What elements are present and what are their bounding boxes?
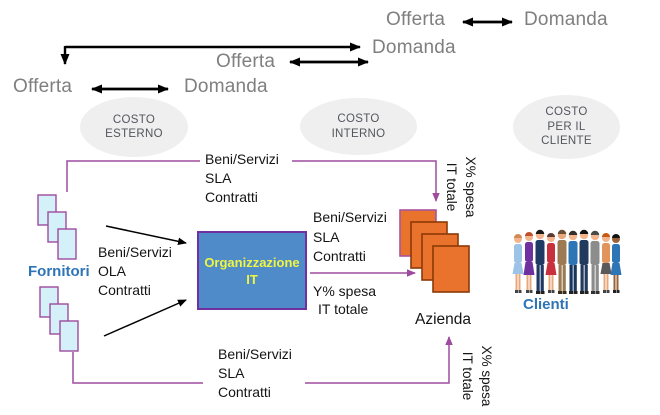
it-organization-line2: IT [246, 271, 258, 287]
cost-client-line1: COSTO [545, 106, 588, 119]
supplier-top-flow-arrow [292, 160, 440, 202]
it-spend-internal-line2: IT totale [318, 300, 369, 317]
supplier-top-flow-line3: Contratti [205, 189, 258, 205]
it-to-company-flow-line1: Beni/Servizi [313, 209, 387, 225]
supplier-top-flow-line1: Beni/Servizi [205, 151, 279, 167]
it-spend-internal-label: Y% spesa IT totale [313, 283, 376, 318]
supplier-direct-flow-line1: Beni/Servizi [98, 244, 172, 260]
company-spend-top-line2: IT totale [444, 162, 459, 212]
cascade-elbow-arrow [60, 42, 361, 65]
supplier-bottom-flow-line [72, 352, 203, 384]
company-spend-bottom-label: X% spesa IT totale [458, 336, 496, 415]
company-stack-icon [399, 209, 470, 293]
offer-label-middle: Offerta [216, 51, 276, 72]
supplier-top-flow-label: Beni/Servizi SLA Contratti [205, 150, 279, 207]
supplier-direct-flow-line2: OLA [98, 263, 127, 279]
supplier-bottom-flow-label: Beni/Servizi SLA Contratti [218, 345, 292, 402]
supplier-direct-arrow-bottom [103, 299, 187, 337]
it-spend-internal-line1: Y% spesa [313, 283, 377, 299]
cost-client-line3: CLIENTE [541, 135, 592, 148]
supplier-top-flow-line2: SLA [205, 170, 232, 186]
cost-external-line2: ESTERNO [105, 128, 163, 140]
company-label: Azienda [415, 311, 472, 328]
company-spend-bottom-line2: IT totale [460, 351, 475, 401]
cost-client-line2: PER IL [547, 120, 586, 133]
company-spend-bottom-line1: X% spesa [479, 345, 494, 407]
it-to-company-flow-line3: Contratti [313, 248, 366, 264]
supplier-bottom-flow-line3: Contratti [218, 384, 271, 400]
supplier-direct-flow-line3: Contratti [98, 282, 151, 298]
it-to-company-flow-line2: SLA [313, 228, 340, 245]
cost-internal-line2: INTERNO [331, 127, 386, 140]
company-spend-top-line1: X% spesa [463, 156, 478, 218]
clients-clipart [512, 229, 622, 294]
suppliers-stack-top-icon [37, 194, 77, 260]
suppliers-stack-bottom-icon [39, 286, 79, 352]
it-to-company-flow-label: Beni/Servizi SLA Contratti [313, 208, 387, 267]
cost-client-bubble: COSTO PER IL CLIENTE [513, 95, 620, 159]
supplier-direct-arrow-top [105, 225, 187, 246]
supplier-bottom-flow-arrow [305, 336, 453, 384]
offer-label-right: Offerta [386, 9, 446, 30]
supplier-top-flow-line [66, 160, 200, 192]
suppliers-label: Fornitori [28, 263, 90, 280]
cost-internal-bubble: COSTO INTERNO [300, 98, 417, 155]
demand-label-right: Domanda [524, 9, 608, 30]
it-organization-line1: Organizzazione [204, 254, 300, 270]
clients-label: Clienti [523, 296, 569, 313]
supplier-bottom-flow-line1: Beni/Servizi [218, 346, 292, 362]
cost-internal-line1: COSTO [337, 113, 380, 125]
supplier-bottom-flow-line2: SLA [218, 365, 245, 381]
company-spend-top-label: X% spesa IT totale [442, 147, 480, 227]
offer-label-left: Offerta [13, 76, 73, 97]
it-organization-box: Organizzazione IT [197, 231, 307, 310]
cost-external-line1: COSTO [112, 113, 156, 126]
cost-external-bubble: COSTO ESTERNO [80, 97, 188, 157]
demand-label-middle: Domanda [372, 37, 456, 58]
demand-label-left: Domanda [184, 76, 268, 97]
supplier-direct-flow-label: Beni/Servizi OLA Contratti [98, 243, 172, 300]
